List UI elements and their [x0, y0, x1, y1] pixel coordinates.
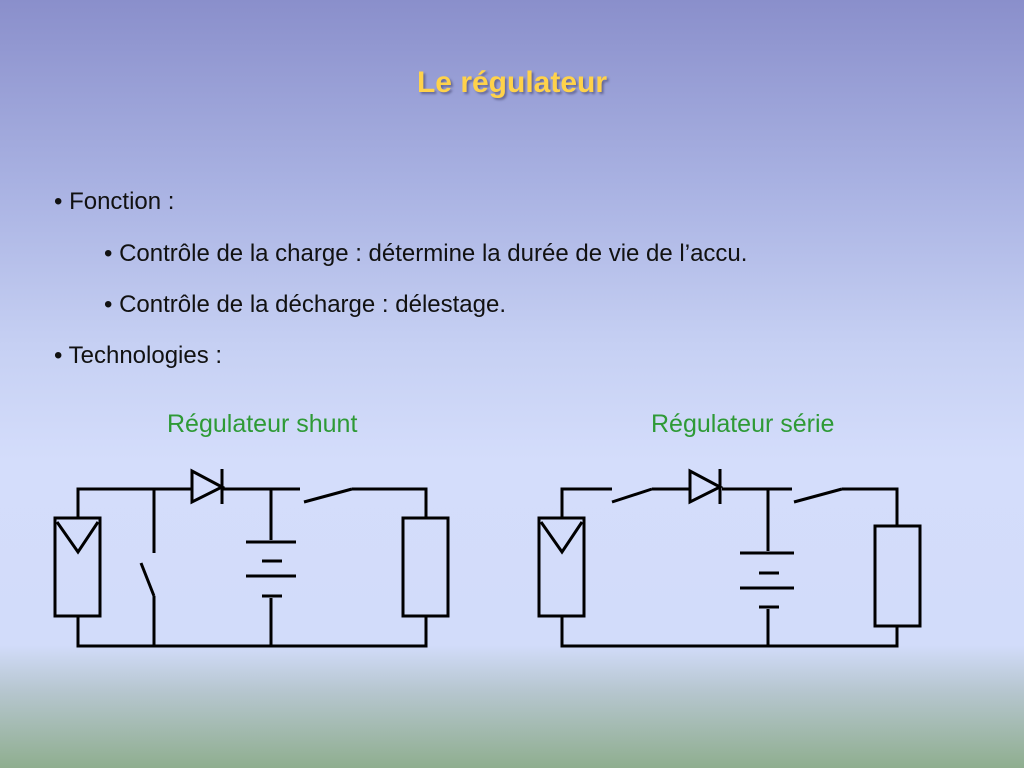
load-resistor-icon [401, 516, 450, 618]
serie-top-wire-right [842, 487, 899, 526]
serie-top-wire-left [560, 487, 612, 518]
shunt-regulator-circuit [53, 468, 450, 648]
shunt-bottom-wire [76, 616, 428, 648]
slide-title: Le régulateur [416, 66, 608, 99]
serie-switch-2-icon [793, 487, 843, 504]
bullet-controle-decharge: • Contrôle de la décharge : délestage. [104, 291, 506, 318]
diode-icon [190, 468, 226, 505]
diode-icon [688, 468, 724, 505]
bullet-controle-charge: • Contrôle de la charge : détermine la d… [104, 240, 748, 267]
battery-icon [246, 489, 296, 646]
load-resistor-icon [873, 524, 922, 628]
serie-bottom-wire [560, 616, 899, 648]
serie-regulator-circuit [537, 468, 922, 648]
bullet-fonction: • Fonction : [54, 188, 175, 215]
serie-regulator-caption: Régulateur série [651, 410, 835, 438]
solar-panel-icon [537, 516, 586, 618]
shunt-series-switch-icon [303, 487, 353, 504]
battery-icon [740, 489, 794, 646]
bullet-technologies: • Technologies : [54, 342, 223, 369]
shunt-switch-icon [139, 489, 156, 646]
shunt-top-wire-left [76, 487, 192, 518]
shunt-regulator-caption: Régulateur shunt [167, 410, 358, 438]
solar-panel-icon [53, 516, 102, 618]
shunt-top-wire-right [352, 487, 428, 518]
serie-switch-1-icon [611, 487, 653, 504]
